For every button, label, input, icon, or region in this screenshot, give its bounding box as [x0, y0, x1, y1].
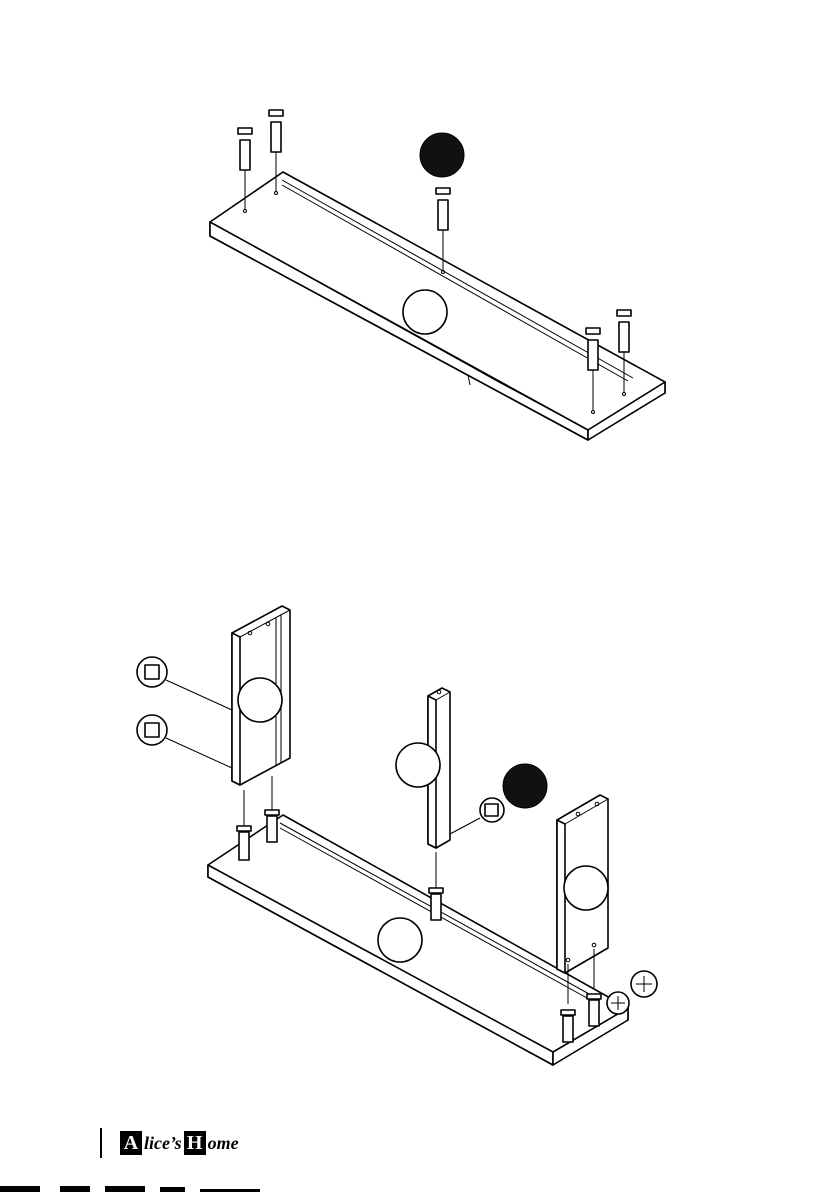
cam-lock-icon: [607, 992, 629, 1014]
left-side-panel: [232, 606, 290, 785]
right-side-panel: [557, 795, 608, 973]
cam-lock-icon: [137, 715, 232, 768]
cam-lock-icon: [450, 798, 504, 834]
brand-text-1: lice’s: [142, 1133, 184, 1154]
dowel-icon: [237, 790, 251, 860]
part-label-circle: [378, 918, 422, 962]
footer-divider: [100, 1128, 102, 1158]
dowel-icon: [265, 776, 279, 842]
step-marker-circle: [503, 764, 547, 808]
step-marker-circle: [420, 133, 464, 177]
brand-initial-h: H: [184, 1131, 206, 1155]
middle-divider-panel: [396, 688, 450, 848]
step-diagram-base-dowels: [0, 0, 840, 460]
dowel-icon: [429, 852, 443, 920]
cam-lock-icon: [137, 657, 232, 710]
cropped-footer-strip: [0, 1184, 840, 1192]
part-label-circle: [403, 290, 447, 334]
brand-text-2: ome: [206, 1133, 241, 1154]
brand-initial-a: A: [120, 1131, 142, 1155]
brand-logo: A lice’s H ome: [120, 1130, 241, 1156]
step-diagram-attach-panels: [0, 590, 840, 1090]
cam-lock-icon: [631, 971, 657, 997]
